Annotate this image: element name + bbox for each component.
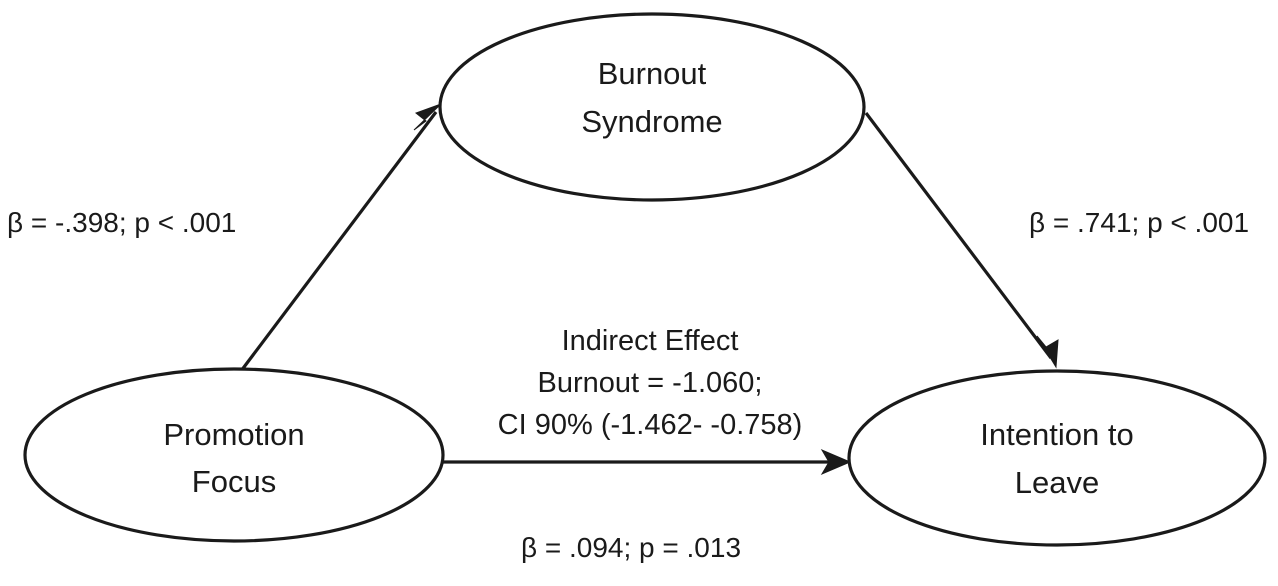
burnout-syndrome-ellipse[interactable] xyxy=(438,12,866,202)
a-path-label: β = -.398; p < .001 xyxy=(7,207,236,238)
b-path-label: β = .741; p < .001 xyxy=(1029,207,1249,238)
node-burnout-syndrome[interactable]: Burnout Syndrome xyxy=(438,12,866,202)
promotion-focus-ellipse[interactable] xyxy=(23,367,445,543)
b-path-arrowhead-icon xyxy=(1036,335,1059,369)
edge-promotion-focus-to-intention-to-leave xyxy=(443,448,852,476)
node-promotion-focus[interactable]: Promotion Focus xyxy=(23,367,445,543)
indirect-effect-line3: CI 90% (-1.462- -0.758) xyxy=(498,409,803,441)
indirect-effect-line2: Burnout = -1.060; xyxy=(538,367,763,399)
b-path-line xyxy=(864,112,1053,359)
intention-to-leave-label-line2: Leave xyxy=(1015,465,1099,500)
promotion-focus-label-line2: Focus xyxy=(192,464,276,499)
intention-to-leave-label-line1: Intention to xyxy=(980,417,1133,452)
intention-to-leave-ellipse[interactable] xyxy=(847,369,1267,547)
node-intention-to-leave[interactable]: Intention to Leave xyxy=(847,369,1267,547)
edge-burnout-to-intention-to-leave xyxy=(864,112,1059,369)
burnout-syndrome-label-line1: Burnout xyxy=(598,56,707,91)
indirect-effect-annotation: Indirect Effect Burnout = -1.060; CI 90%… xyxy=(498,325,803,441)
a-path-line xyxy=(239,111,438,372)
c-path-arrowhead-icon xyxy=(820,448,852,476)
edge-promotion-focus-to-burnout xyxy=(239,103,442,372)
promotion-focus-label-line1: Promotion xyxy=(163,417,304,452)
burnout-syndrome-label-line2: Syndrome xyxy=(581,104,722,139)
a-path-arrowhead-icon xyxy=(413,103,442,131)
c-path-label: β = .094; p = .013 xyxy=(521,532,741,563)
indirect-effect-line1: Indirect Effect xyxy=(562,325,739,357)
